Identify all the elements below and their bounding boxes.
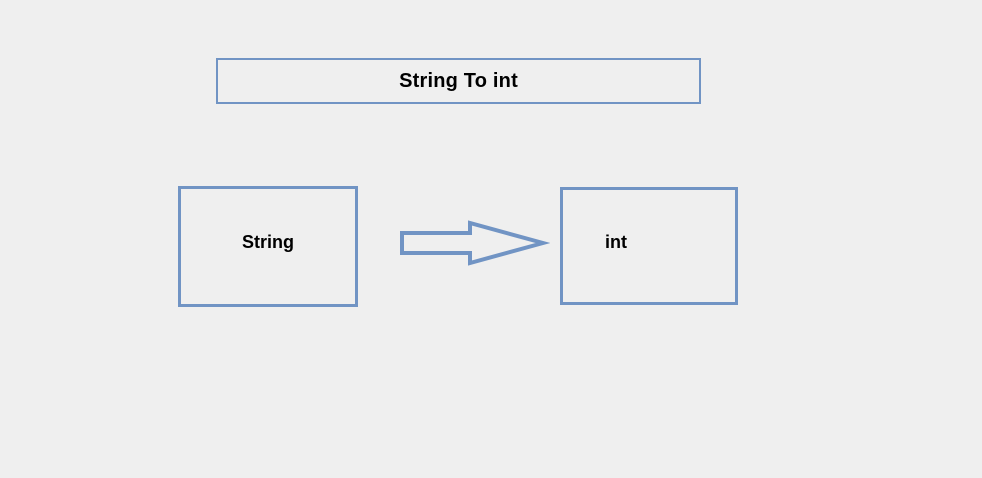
page-title: String To int [399, 69, 518, 92]
diagram-title-box: String To int [216, 58, 701, 104]
node-label-target: int [605, 231, 627, 252]
node-label-source: String [242, 232, 294, 252]
right-block-arrow-icon [400, 220, 550, 266]
node-target-int: int [560, 187, 738, 305]
conversion-arrow [396, 216, 550, 270]
node-source-string: String [178, 186, 358, 307]
